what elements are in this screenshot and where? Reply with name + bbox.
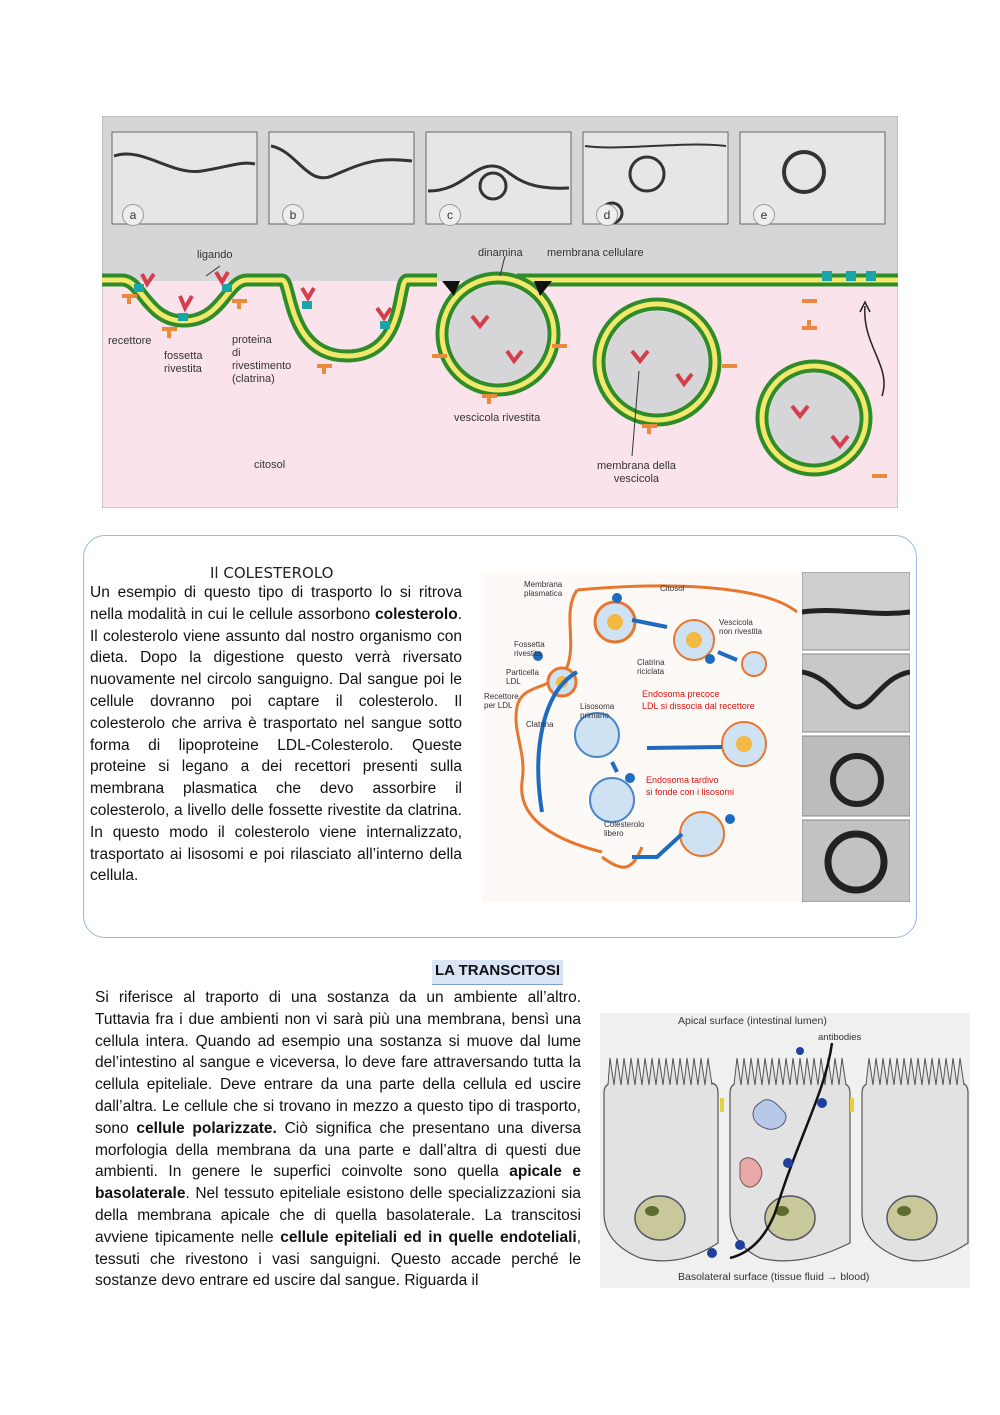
ldl-label-fossetta: Fossetta rivestita bbox=[514, 640, 545, 658]
micrograph-label-a: a bbox=[122, 204, 144, 226]
transcitosi-paragraph: Si riferisce al traporto di una sostanza… bbox=[95, 987, 581, 1292]
ldl-label-citosol: Citosol bbox=[660, 584, 684, 593]
micrograph-label-c: c bbox=[439, 204, 461, 226]
ldl-label-colesterolo: Colesterolo libero bbox=[604, 820, 644, 838]
endocytosis-diagram bbox=[102, 116, 898, 508]
label-ligando: ligando bbox=[197, 249, 232, 262]
transcytosis-label-antibodies: antibodies bbox=[818, 1032, 861, 1043]
colesterolo-title: Il COLESTEROLO bbox=[210, 564, 334, 582]
ldl-label-particella: Particella LDL bbox=[506, 668, 539, 686]
ldl-label-lisosoma: Lisosoma primario bbox=[580, 702, 614, 720]
label-proteina: proteina di rivestimento (clatrina) bbox=[232, 334, 291, 386]
colesterolo-paragraph: Un esempio di questo tipo di trasporto l… bbox=[90, 582, 462, 887]
label-dinamina: dinamina bbox=[478, 247, 523, 260]
ldl-label-clatrina: Clatrina bbox=[526, 720, 554, 729]
endocytosis-figure: a b c d e ligando dinamina membrana cell… bbox=[102, 116, 898, 508]
ldl-label-endosoma-tardivo: Endosoma tardivo si fonde con i lisosomi bbox=[646, 774, 734, 798]
ldl-label-vescicola: Vescicola non rivestita bbox=[719, 618, 762, 636]
ldl-endocytosis-figure: Membrana plasmatica Citosol Fossetta riv… bbox=[482, 572, 802, 902]
ldl-label-membrana: Membrana plasmatica bbox=[524, 580, 562, 598]
transcytosis-figure: Apical surface (intestinal lumen) antibo… bbox=[600, 1013, 970, 1288]
ldl-label-endosoma-precoce: Endosoma precoce LDL si dissocia dal rec… bbox=[642, 688, 755, 712]
transcytosis-label-apical: Apical surface (intestinal lumen) bbox=[678, 1015, 827, 1027]
label-vescicola-rivestita: vescicola rivestita bbox=[454, 412, 540, 425]
label-recettore: recettore bbox=[108, 335, 151, 348]
micrograph-label-b: b bbox=[282, 204, 304, 226]
transcitosi-title: LA TRANSCITOSI bbox=[432, 960, 563, 985]
label-membrana-cellulare: membrana cellulare bbox=[547, 247, 644, 260]
transcytosis-label-basolateral: Basolateral surface (tissue fluid → bloo… bbox=[678, 1271, 869, 1283]
label-citosol: citosol bbox=[254, 459, 285, 472]
micrograph-label-d: d bbox=[596, 204, 618, 226]
micrograph-label-e: e bbox=[753, 204, 775, 226]
ldl-micrographs bbox=[802, 572, 910, 902]
ldl-label-recettore: Recettore per LDL bbox=[484, 692, 519, 710]
ldl-label-clatrina-riciclata: Clatrina riciclata bbox=[637, 658, 665, 676]
label-fossetta: fossetta rivestita bbox=[164, 350, 203, 376]
label-membrana-vescicola: membrana della vescicola bbox=[597, 460, 676, 486]
